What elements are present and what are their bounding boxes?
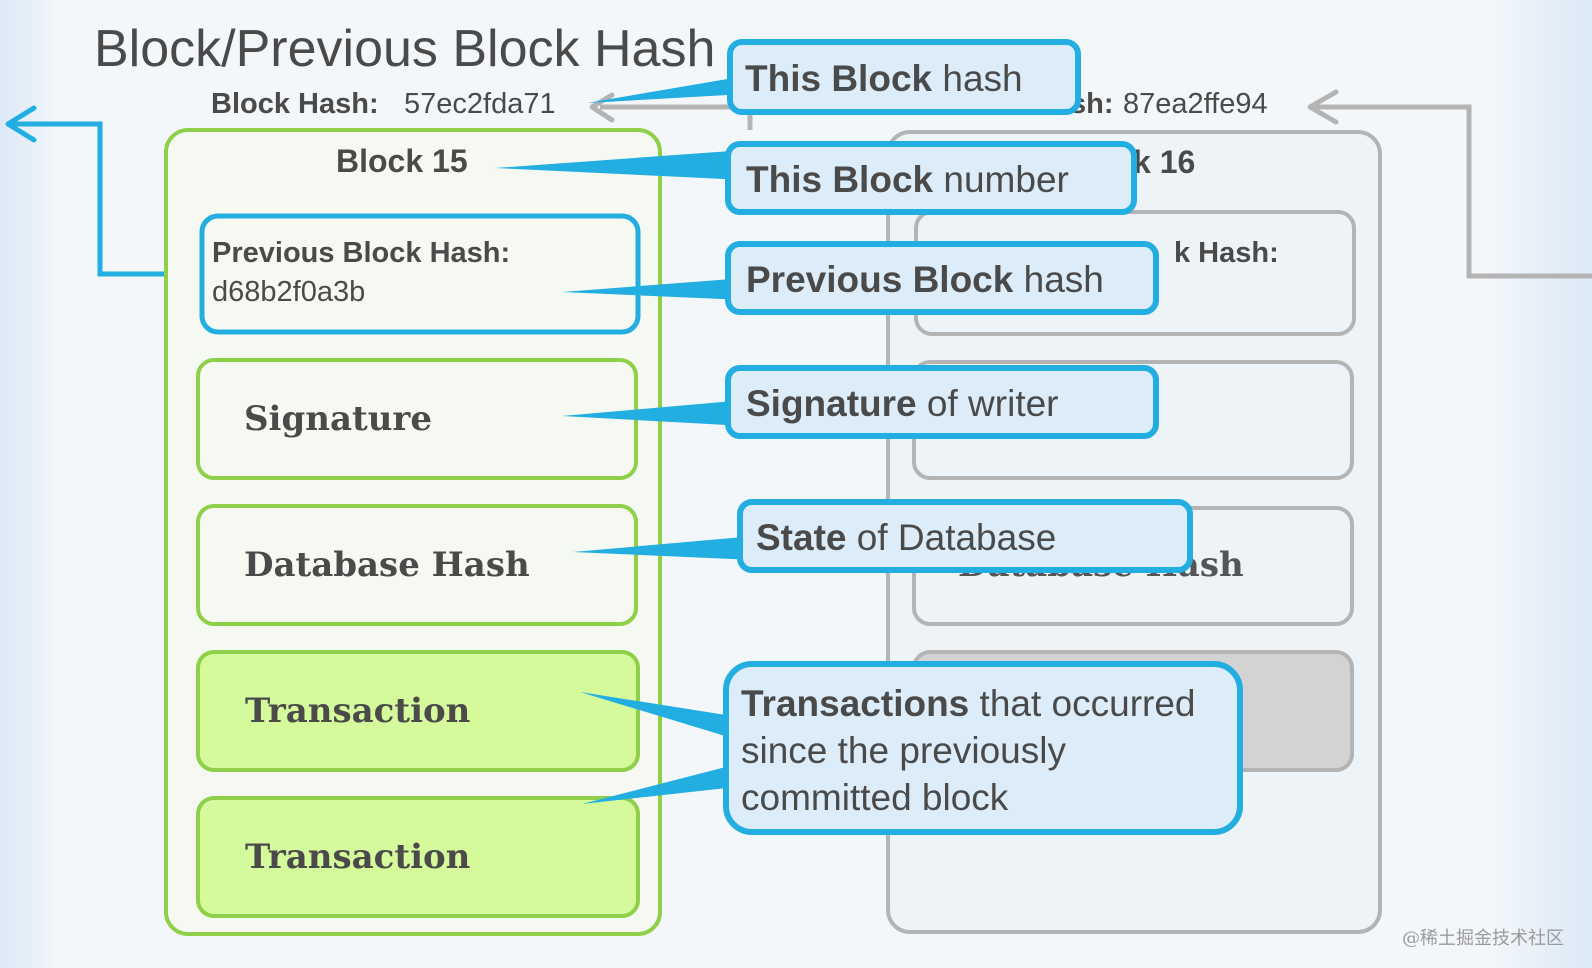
callout-signature-rest: of writer bbox=[917, 383, 1059, 424]
prev-link-arrow bbox=[5, 105, 200, 277]
watermark: @稀土掘金技术社区 bbox=[1402, 928, 1564, 949]
callout-transactions-pointer-2 bbox=[582, 762, 745, 804]
right-shade bbox=[1492, 0, 1592, 968]
callout-block-number-rest: number bbox=[933, 159, 1069, 200]
block-16-prev-hash-label: k Hash: bbox=[1174, 237, 1279, 269]
callout-block-hash: This Block hash bbox=[587, 39, 1081, 115]
callout-prev-hash: Previous Block hash bbox=[562, 241, 1159, 315]
callout-block-number: This Block number bbox=[495, 141, 1137, 215]
callout-transactions-line-3: committed block bbox=[741, 777, 1009, 818]
callout-block-hash-bold: This Block bbox=[745, 58, 933, 99]
callout-transactions: Transactions that occurred since the pre… bbox=[580, 661, 1243, 835]
callout-prev-hash-text: Previous Block hash bbox=[746, 259, 1104, 300]
block-15-signature-label: Signature bbox=[244, 399, 432, 439]
callout-state-pointer bbox=[573, 536, 755, 560]
block-15-prev-hash-value: d68b2f0a3b bbox=[212, 276, 365, 308]
block-15-prev-hash-label: Previous Block Hash: bbox=[212, 237, 510, 269]
block-15-hash: Block Hash: 57ec2fda71 bbox=[211, 88, 556, 120]
left-shade bbox=[0, 0, 52, 968]
block-15-prev-hash-box bbox=[199, 213, 641, 335]
grey-link-arrow bbox=[1307, 89, 1592, 279]
callout-state-text: State of Database bbox=[756, 517, 1056, 558]
block-15-transaction-label-2: Transaction bbox=[245, 837, 470, 877]
callout-block-number-text: This Block number bbox=[746, 159, 1069, 200]
block-15-transaction-box-2 bbox=[196, 796, 640, 918]
block-15-hash-value: 57ec2fda71 bbox=[404, 88, 556, 120]
callout-signature-text: Signature of writer bbox=[746, 383, 1059, 424]
callout-signature-bold: Signature bbox=[746, 383, 917, 424]
callout-state: State of Database bbox=[573, 499, 1193, 573]
slide-title: Block/Previous Block Hash bbox=[94, 20, 715, 78]
callout-transactions-line-2: since the previously bbox=[741, 730, 1066, 771]
callout-block-hash-pointer bbox=[587, 76, 745, 103]
callout-transactions-line-1: Transactions that occurred bbox=[741, 683, 1196, 724]
callout-prev-hash-pointer bbox=[562, 278, 745, 300]
callout-transactions-bold: Transactions bbox=[741, 683, 969, 724]
callout-transactions-pointer-1 bbox=[580, 692, 745, 742]
callout-block-number-bold: This Block bbox=[746, 159, 934, 200]
callout-state-bold: State bbox=[756, 517, 846, 558]
block-16-hash: sh: 87ea2ffe94 bbox=[1070, 88, 1268, 120]
block-15-database-label: Database Hash bbox=[244, 545, 530, 585]
callout-transactions-rest: that occurred bbox=[969, 683, 1195, 724]
callout-signature-pointer bbox=[562, 400, 745, 426]
callout-block-hash-text: This Block hash bbox=[745, 58, 1023, 99]
callout-prev-hash-bold: Previous Block bbox=[746, 259, 1014, 300]
callout-prev-hash-rest: hash bbox=[1013, 259, 1104, 300]
callout-block-hash-rest: hash bbox=[932, 58, 1023, 99]
block-15-database-box bbox=[196, 504, 638, 626]
block-16-hash-value: 87ea2ffe94 bbox=[1123, 88, 1268, 120]
callout-block-number-pointer bbox=[495, 150, 745, 180]
block-15-transaction-box-1 bbox=[196, 650, 640, 772]
block-15-name: Block 15 bbox=[336, 143, 468, 179]
block-15-transaction-label-1: Transaction bbox=[245, 691, 470, 731]
callout-signature: Signature of writer bbox=[562, 365, 1159, 439]
block-15-hash-label: Block Hash: bbox=[211, 88, 379, 120]
block-16-name: k 16 bbox=[1133, 144, 1195, 180]
callout-state-rest: of Database bbox=[846, 517, 1056, 558]
block-15: Block 15 Previous Block Hash: d68b2f0a3b… bbox=[164, 128, 662, 936]
